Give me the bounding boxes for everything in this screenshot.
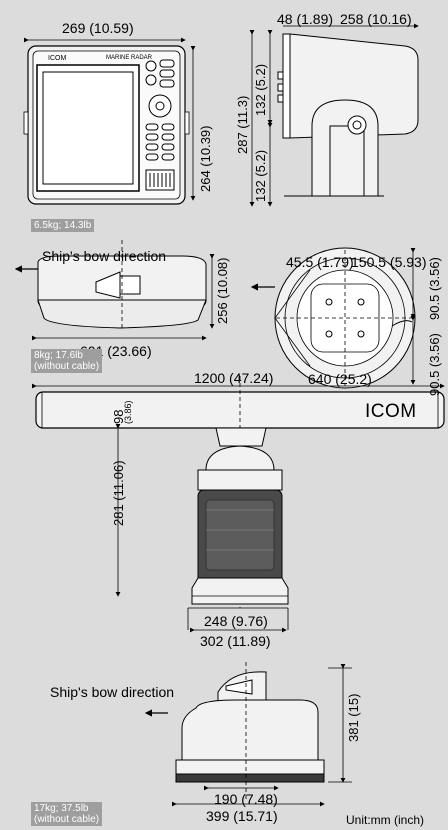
radome-weight-line2: (without cable) [34,361,100,372]
unit-note: Unit:mm (inch) [346,813,425,827]
pedestal-weight-line1: 17kg; 37.5lb [34,803,89,814]
radome-weight-badge: 8kg; 17.6lb (without cable) [31,349,103,373]
radome-offset-a-label: 45.5 (1.79) [286,254,354,270]
display-weight-badge: 6.5kg; 14.3lb [31,219,95,232]
array-base-outer-label: 302 (11.89) [200,633,271,649]
radome-weight-line1: 8kg; 17.6lb [34,350,83,361]
radome-offset-b-label: 150.5 (5.93) [351,254,427,270]
display-logo: ICOM [48,55,67,62]
radome-diameter-label: 640 (25.2) [308,371,372,387]
pedestal-weight-badge: 17kg; 37.5lb (without cable) [31,802,103,826]
display-width-label: 269 (10.59) [62,20,134,36]
array-base-inner-label: 248 (9.76) [204,613,268,629]
radome-top-view [250,247,416,389]
radome-height-label: 256 (10.08) [215,257,230,325]
radome-side-b-label: 90.5 (3.56) [427,333,442,396]
display-depth-top-label: 48 (1.89) [277,11,334,27]
display-bracket-top-label: 132 (5.2) [253,63,268,116]
array-beam-height-inch-label: (3.86) [123,400,133,424]
radome-side-view [14,240,215,341]
display-depth-label: 258 (10.16) [340,11,412,27]
pedestal-base-outer-label: 399 (15.71) [206,808,278,824]
array-logo: ICOM [365,401,417,422]
pedestal-weight-line2: (without cable) [34,814,100,825]
array-pedestal-height-label: 281 (11.06) [111,460,126,526]
display-height-front-label: 264 (10.39) [198,125,213,193]
pedestal-height-label: 381 (15) [346,693,361,742]
pedestal-bow-label: Ship's bow direction [50,684,175,700]
open-array-antenna [32,376,445,633]
pedestal-side-view [144,662,352,807]
display-bracket-bottom-label: 132 (5.2) [253,149,268,202]
display-height-total-label: 287 (11.3) [235,95,250,154]
radome-bow-label: Ship's bow direction [42,248,167,264]
array-length-label: 1200 (47.24) [194,370,274,386]
display-side-view [249,23,419,207]
radome-side-a-label: 90.5 (3.56) [427,257,442,320]
display-brand-label: MARINE RADAR [106,55,153,61]
pedestal-base-inner-label: 190 (7.48) [214,791,278,807]
display-front-view [23,37,196,205]
